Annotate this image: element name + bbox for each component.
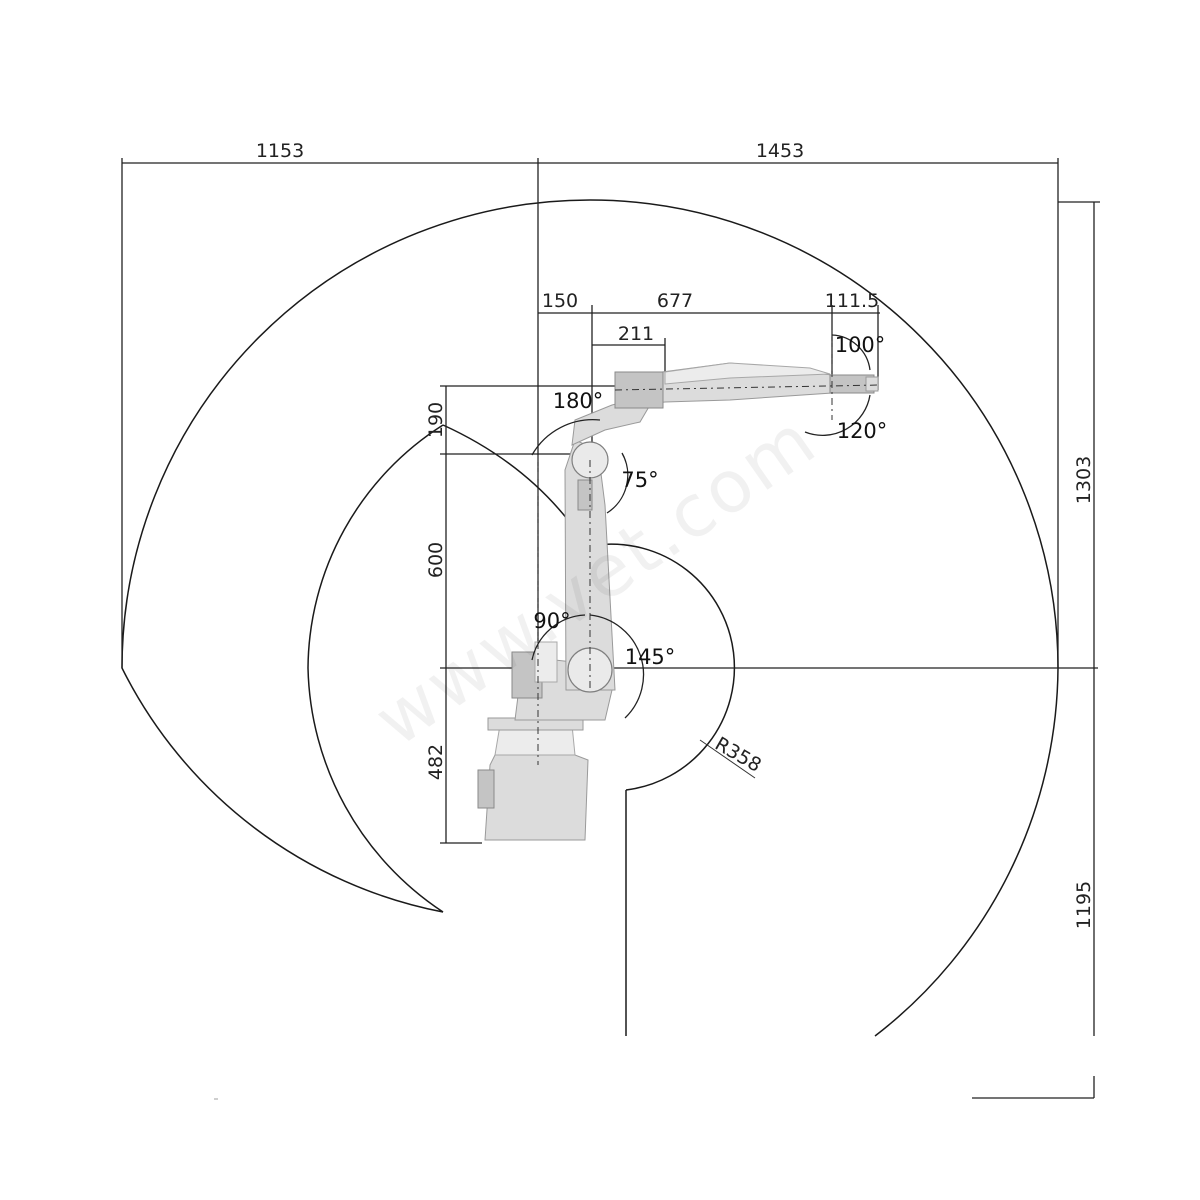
arc-120 [804, 394, 871, 436]
flange [865, 376, 879, 392]
dim-reach-left: 1153 [256, 140, 304, 162]
inner-envelope-link [442, 424, 569, 521]
arc-90 [531, 614, 586, 661]
motor-cap [534, 641, 558, 683]
dim-depth-1195: 1195 [1073, 881, 1095, 929]
dim-height-482: 482 [425, 744, 447, 780]
inner-reach-envelope [307, 424, 444, 913]
arc-180 [531, 418, 601, 456]
dim-upper-arm: 677 [657, 290, 693, 312]
dim-forearm-offset: 211 [618, 323, 654, 345]
angle-90: 90° [533, 609, 570, 633]
r358-leader [699, 739, 756, 779]
arc-145 [589, 614, 645, 719]
dim-offset-base: 150 [542, 290, 578, 312]
dim-height-190: 190 [425, 402, 447, 438]
angle-180: 180° [553, 389, 604, 413]
base-flange [477, 769, 495, 809]
arc-75 [606, 452, 629, 514]
robot-base [484, 754, 589, 841]
angle-75: 75° [621, 468, 658, 492]
robot-arm [477, 362, 879, 841]
dim-inner-radius: R358 [711, 733, 765, 777]
r358-arc [595, 543, 736, 791]
angle-120: 120° [837, 419, 888, 443]
dim-height-1303: 1303 [1073, 456, 1095, 504]
lower-arm-motor [577, 479, 593, 511]
dim-reach-right: 1453 [756, 140, 804, 162]
angle-100: 100° [835, 333, 886, 357]
stray-mark [214, 1098, 218, 1100]
dim-height-600: 600 [425, 542, 447, 578]
angle-145: 145° [625, 645, 676, 669]
dim-wrist-offset: 111.5 [825, 290, 879, 312]
arc-100 [831, 334, 871, 371]
forearm-top [664, 362, 831, 385]
outer-reach-envelope [121, 199, 1059, 1037]
